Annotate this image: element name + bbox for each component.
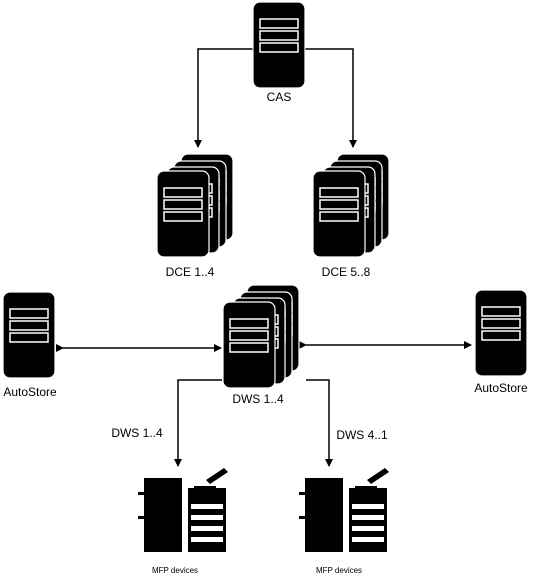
edge-label-dws-mfp-right: DWS 4..1 <box>336 428 388 442</box>
label-autostore-left: AutoStore <box>3 385 57 399</box>
edge-label-dws-mfp-left: DWS 1..4 <box>111 426 163 440</box>
server-icon <box>474 289 528 377</box>
server-icon <box>312 170 366 258</box>
label-autostore-right: AutoStore <box>474 381 528 395</box>
server-icon <box>156 170 210 258</box>
connector-dws-mfp-left <box>174 379 222 467</box>
server-cluster-dce-a <box>156 153 234 258</box>
label-mfp-left: MFP devices <box>152 566 198 575</box>
printer-icon <box>299 468 389 552</box>
label-dce-a: DCE 1..4 <box>166 265 215 279</box>
connector-cas-dce-b <box>300 45 357 148</box>
connector-dws-mfp-right <box>306 379 333 467</box>
mfp-device-left <box>138 468 228 552</box>
mfp-device-right <box>299 468 389 552</box>
label-cas: CAS <box>267 90 292 104</box>
server-cas <box>252 1 306 89</box>
connector-cas-dce-a <box>194 45 258 148</box>
label-mfp-right: MFP devices <box>316 566 362 575</box>
label-dws: DWS 1..4 <box>232 392 284 406</box>
label-dce-b: DCE 5..8 <box>322 265 371 279</box>
server-icon <box>222 301 276 389</box>
server-cluster-dce-b <box>312 153 390 258</box>
server-autostore-right <box>474 289 528 377</box>
server-autostore-left <box>2 291 56 379</box>
server-icon <box>2 291 56 379</box>
server-cluster-dws <box>222 284 300 389</box>
printer-icon <box>138 468 228 552</box>
server-icon <box>252 1 306 89</box>
